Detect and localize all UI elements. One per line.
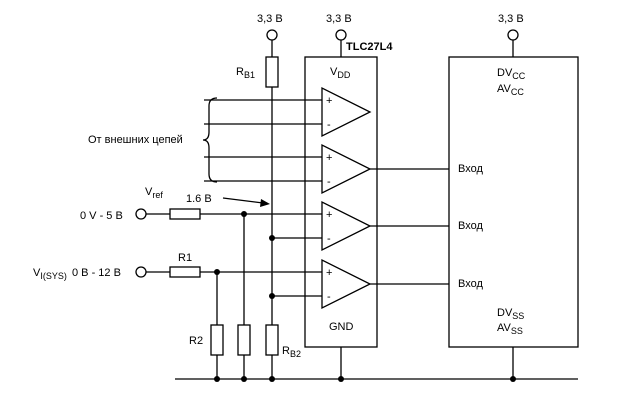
opamp-1 bbox=[321, 86, 372, 138]
opamp-3-plus: + bbox=[326, 209, 332, 221]
adc-block bbox=[448, 56, 579, 348]
r2-resistor bbox=[210, 324, 224, 356]
dvcc-label: DVCC bbox=[497, 67, 526, 81]
rb2-label: RB2 bbox=[282, 345, 301, 359]
opamp-2 bbox=[321, 143, 372, 195]
rb1-supply-terminal bbox=[266, 29, 278, 41]
rb1-supply-label: 3,3 В bbox=[257, 13, 283, 25]
opamp-1-minus: - bbox=[327, 119, 331, 131]
gnd-junction-shunt bbox=[241, 376, 247, 382]
gnd-junction-r2 bbox=[214, 376, 220, 382]
dvss-label: DVSS bbox=[497, 307, 524, 321]
opamp-3-minus: - bbox=[327, 233, 331, 245]
opamp-2-plus: + bbox=[326, 152, 332, 164]
range-2-label: 0 В - 12 В bbox=[72, 267, 121, 279]
adc-input-2-label: Вход bbox=[458, 220, 483, 232]
external-circuits-label: От внешних цепей bbox=[88, 134, 183, 146]
opamp-4-minus: - bbox=[327, 291, 331, 303]
gnd-label: GND bbox=[329, 321, 354, 333]
gnd-junction-adc bbox=[510, 376, 516, 382]
external-brace bbox=[202, 97, 218, 183]
chip-supply-label: 3,3 В bbox=[326, 13, 352, 25]
vref-level-arrowhead bbox=[260, 199, 270, 207]
r1-resistor bbox=[169, 266, 201, 278]
range-1-label: 0 V - 5 В bbox=[80, 210, 123, 222]
opamp-4-plus: + bbox=[326, 267, 332, 279]
vref-terminal bbox=[135, 208, 147, 220]
vref-level-pointer bbox=[222, 197, 264, 204]
adc-supply-terminal bbox=[507, 29, 519, 41]
r2-label: R2 bbox=[189, 335, 203, 347]
rb1-resistor bbox=[265, 56, 279, 88]
vref-shunt-resistor bbox=[237, 324, 251, 356]
vref-label: Vref bbox=[145, 186, 163, 200]
gnd-junction-chip bbox=[338, 376, 344, 382]
opamp-1-plus: + bbox=[326, 95, 332, 107]
r1-label: R1 bbox=[178, 252, 192, 264]
rb2-resistor bbox=[265, 324, 279, 356]
gnd-junction-rb2 bbox=[269, 376, 275, 382]
vref-series-resistor bbox=[169, 208, 201, 220]
adc-supply-label: 3,3 В bbox=[498, 13, 524, 25]
opamp-2-minus: - bbox=[327, 176, 331, 188]
adc-input-1-label: Вход bbox=[458, 163, 483, 175]
opamp-4 bbox=[321, 258, 372, 310]
vsys-terminal bbox=[135, 266, 147, 278]
chip-supply-terminal bbox=[335, 29, 347, 41]
adc-input-3-label: Вход bbox=[458, 278, 483, 290]
bias-junction-1 bbox=[269, 235, 275, 241]
rb1-label: RB1 bbox=[236, 66, 255, 80]
avcc-label: AVCC bbox=[497, 83, 524, 97]
vsys-label: VI(SYS) bbox=[33, 267, 67, 281]
avss-label: AVSS bbox=[497, 322, 523, 336]
vref-level-label: 1.6 В bbox=[186, 193, 212, 205]
vdd-label: VDD bbox=[330, 66, 351, 80]
opamp-part-label: TLC27L4 bbox=[346, 41, 393, 53]
bias-junction-2 bbox=[269, 293, 275, 299]
opamp-3 bbox=[321, 200, 372, 252]
